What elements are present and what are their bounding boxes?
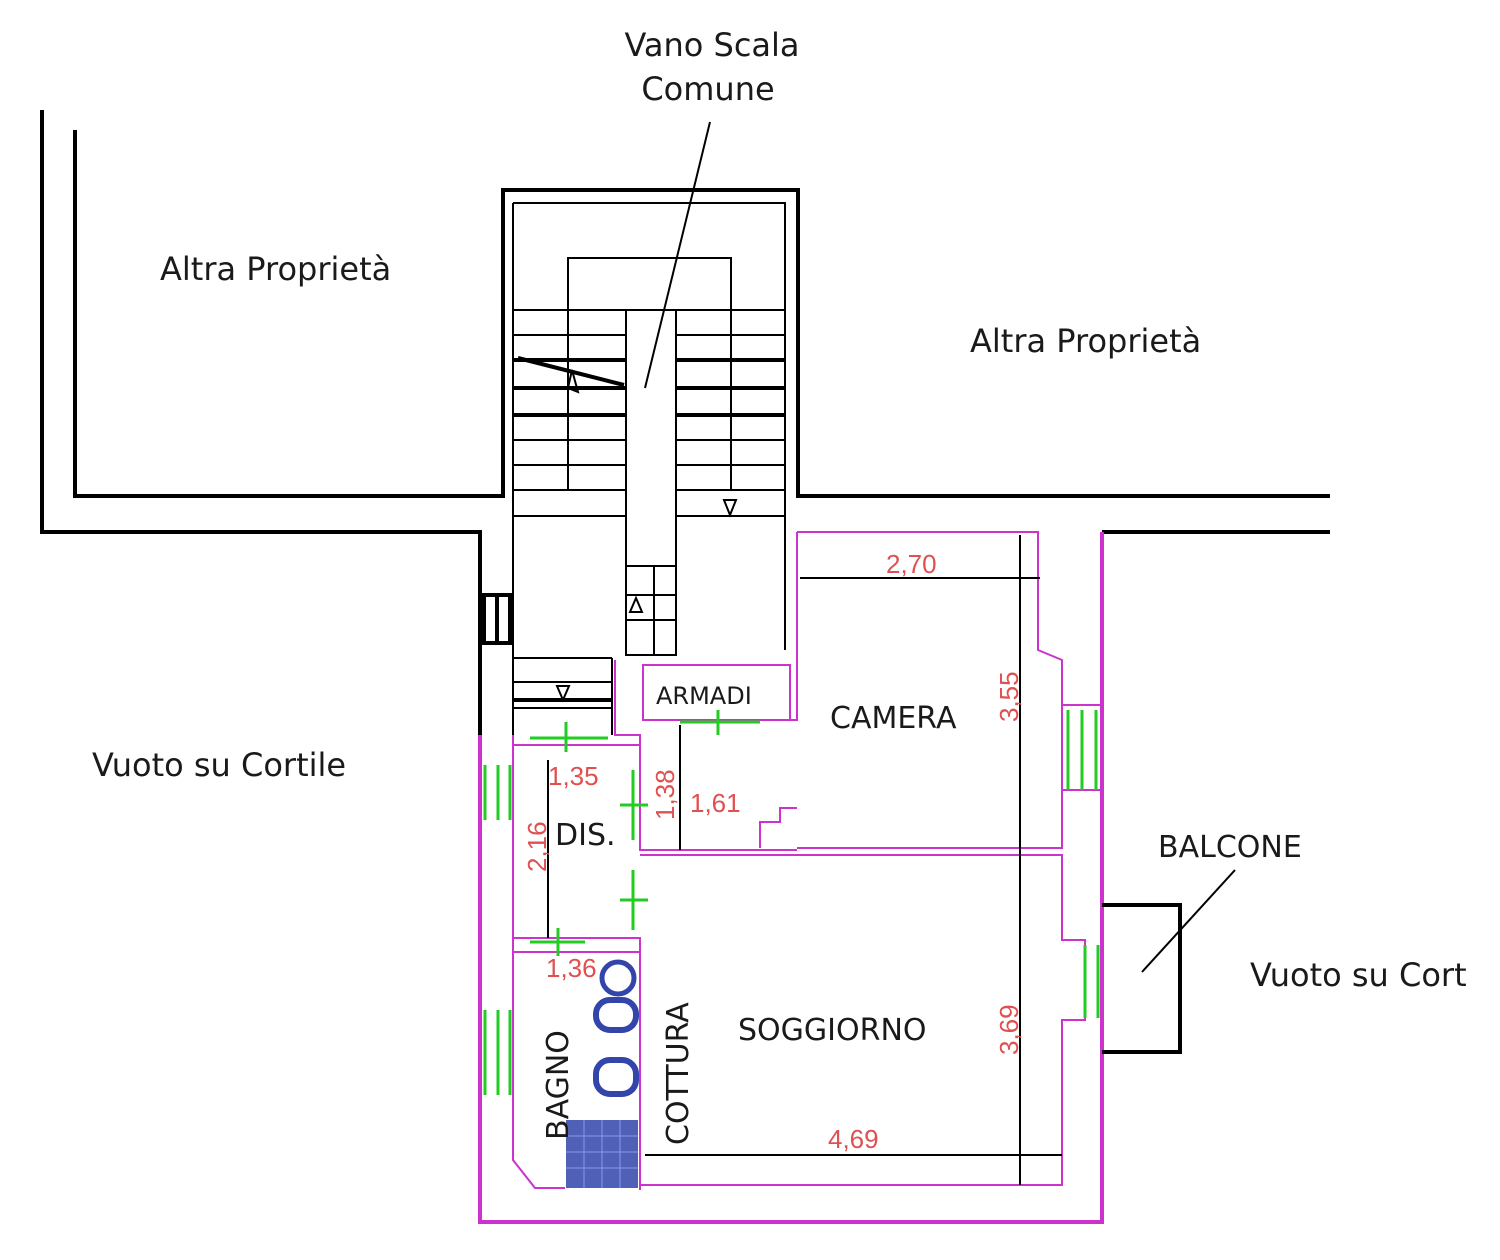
dim-dis-width: 1,35 <box>548 761 599 791</box>
dis-label: DIS. <box>555 818 616 853</box>
altra-proprieta-left-label: Altra Proprietà <box>160 250 391 288</box>
dim-armadi-width: 1,61 <box>690 788 741 818</box>
dim-soggiorno-width: 4,69 <box>828 1124 879 1154</box>
bidet-icon <box>593 1057 639 1097</box>
balcony <box>1102 869 1236 1054</box>
bagno-label: BAGNO <box>541 1030 576 1140</box>
dim-armadi-height: 1,38 <box>650 769 680 820</box>
vano-scala-label-line2: Comune <box>641 70 774 108</box>
vuoto-cortile-label: Vuoto su Cortile <box>92 746 346 784</box>
cottura-label: COTTURA <box>661 1002 696 1145</box>
toilet-icon <box>593 997 639 1033</box>
staircase <box>482 121 785 735</box>
bathroom-fixtures <box>566 959 639 1188</box>
camera-label: CAMERA <box>830 701 957 736</box>
openings <box>483 710 1100 1095</box>
dim-soggiorno-height: 3,69 <box>994 1004 1024 1055</box>
armadi-label: ARMADI <box>656 682 752 710</box>
building-walls <box>40 110 1330 735</box>
dim-dis-height: 2,16 <box>522 821 552 872</box>
soggiorno-label: SOGGIORNO <box>738 1013 927 1048</box>
dim-camera-width: 2,70 <box>886 549 937 579</box>
vano-scala-label-line1: Vano Scala <box>624 26 799 64</box>
dim-bagno-width: 1,36 <box>546 953 597 983</box>
vuoto-cort-label: Vuoto su Cort <box>1250 956 1467 994</box>
washbasin-icon <box>599 959 637 997</box>
balcone-label: BALCONE <box>1158 830 1302 865</box>
dimension-lines <box>547 535 1062 1185</box>
altra-proprieta-right-label: Altra Proprietà <box>970 322 1201 360</box>
dim-camera-height: 3,55 <box>994 671 1024 722</box>
